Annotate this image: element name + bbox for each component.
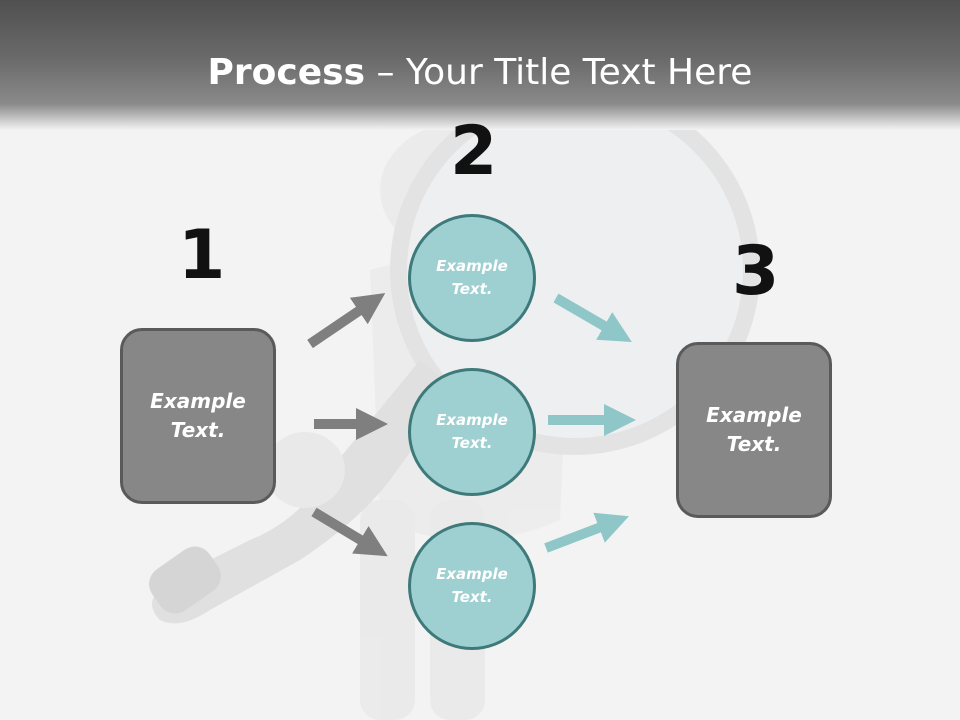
title-bold-part: Process <box>207 52 366 93</box>
title-rest-part: – Your Title Text Here <box>365 52 753 93</box>
process-circle-middle: Example Text. <box>408 368 536 496</box>
left-process-box: Example Text. <box>120 328 276 504</box>
arrow-teal-down <box>553 293 632 343</box>
right-process-box: Example Text. <box>676 342 832 518</box>
arrow-gray-up <box>307 293 386 349</box>
right-box-label: Example Text. <box>706 403 802 456</box>
step-number-2: 2 <box>450 112 498 191</box>
title-banner <box>0 0 960 130</box>
arrow-gray-down <box>311 507 388 557</box>
circle-top-label: Example Text. <box>436 257 508 298</box>
process-circle-top: Example Text. <box>408 214 536 342</box>
arrow-teal-up <box>544 512 629 553</box>
left-box-label: Example Text. <box>150 389 246 442</box>
process-circle-bottom: Example Text. <box>408 522 536 650</box>
slide-title: Process – Your Title Text Here <box>0 52 960 93</box>
step-number-3: 3 <box>732 232 780 311</box>
circle-bottom-label: Example Text. <box>436 565 508 606</box>
circle-middle-label: Example Text. <box>436 411 508 452</box>
step-number-1: 1 <box>178 216 226 295</box>
